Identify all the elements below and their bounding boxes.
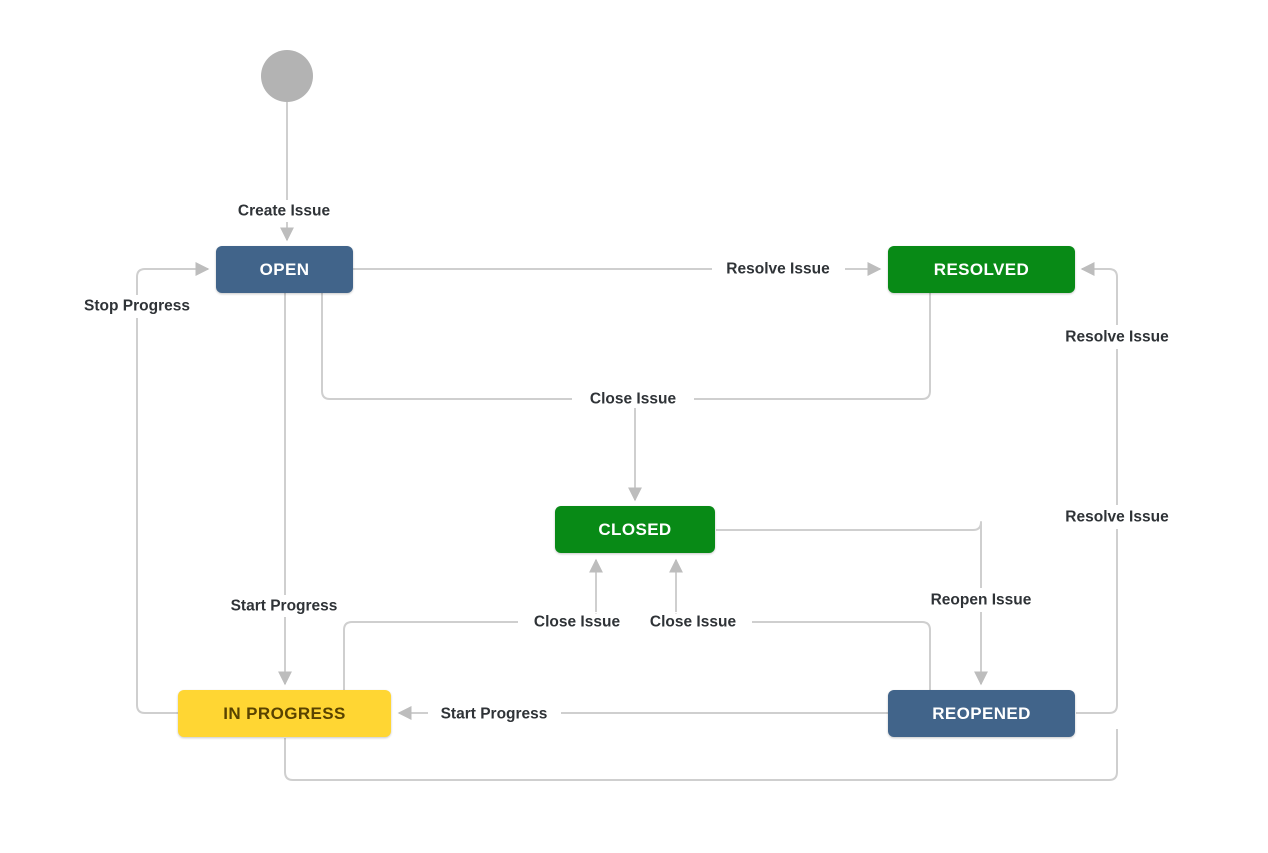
transition-label-close-issue-open[interactable]: Close Issue [584,390,682,408]
transition-label-start-progress-reopened[interactable]: Start Progress [435,705,553,723]
transition-label-stop-progress[interactable]: Stop Progress [79,297,195,315]
edge-close-inprog [343,621,518,690]
transition-label-close-issue-reopened[interactable]: Close Issue [644,613,742,631]
edge-close-open-right [694,293,931,400]
node-closed-label: CLOSED [598,519,672,539]
transition-label-reopen-issue[interactable]: Reopen Issue [925,591,1037,609]
edge-stop-progress [136,318,178,714]
node-open[interactable]: OPEN [216,246,353,293]
transition-label-close-issue-in-progress[interactable]: Close Issue [528,613,626,631]
transition-label-resolve-issue-reopened[interactable]: Resolve Issue [1060,328,1174,346]
edge-close-open [321,293,572,400]
node-resolved-label: RESOLVED [933,259,1030,279]
edge-close-reopened [752,621,931,690]
transition-label-create-issue[interactable]: Create Issue [232,202,336,220]
transition-label-resolve-issue-in-progress[interactable]: Resolve Issue [1060,508,1174,526]
transition-label-start-progress-open[interactable]: Start Progress [225,597,343,615]
edge-reopen-issue [716,521,982,588]
node-closed[interactable]: CLOSED [555,506,715,553]
edge-stop-progress-arrow [136,262,210,295]
transition-label-resolve-issue-open[interactable]: Resolve Issue [721,260,835,278]
node-in-progress[interactable]: IN PROGRESS [178,690,391,737]
edge-resolve-rail-arrow [1080,262,1118,292]
edge-resolve-inprog-loop [284,729,1118,781]
start-node[interactable] [261,50,313,102]
node-reopened-label: REOPENED [932,703,1031,723]
node-in-progress-label: IN PROGRESS [223,703,346,723]
node-open-label: OPEN [259,259,310,279]
node-reopened[interactable]: REOPENED [888,690,1075,737]
edge-resolve-rail-bottom [1076,529,1118,714]
node-resolved[interactable]: RESOLVED [888,246,1075,293]
